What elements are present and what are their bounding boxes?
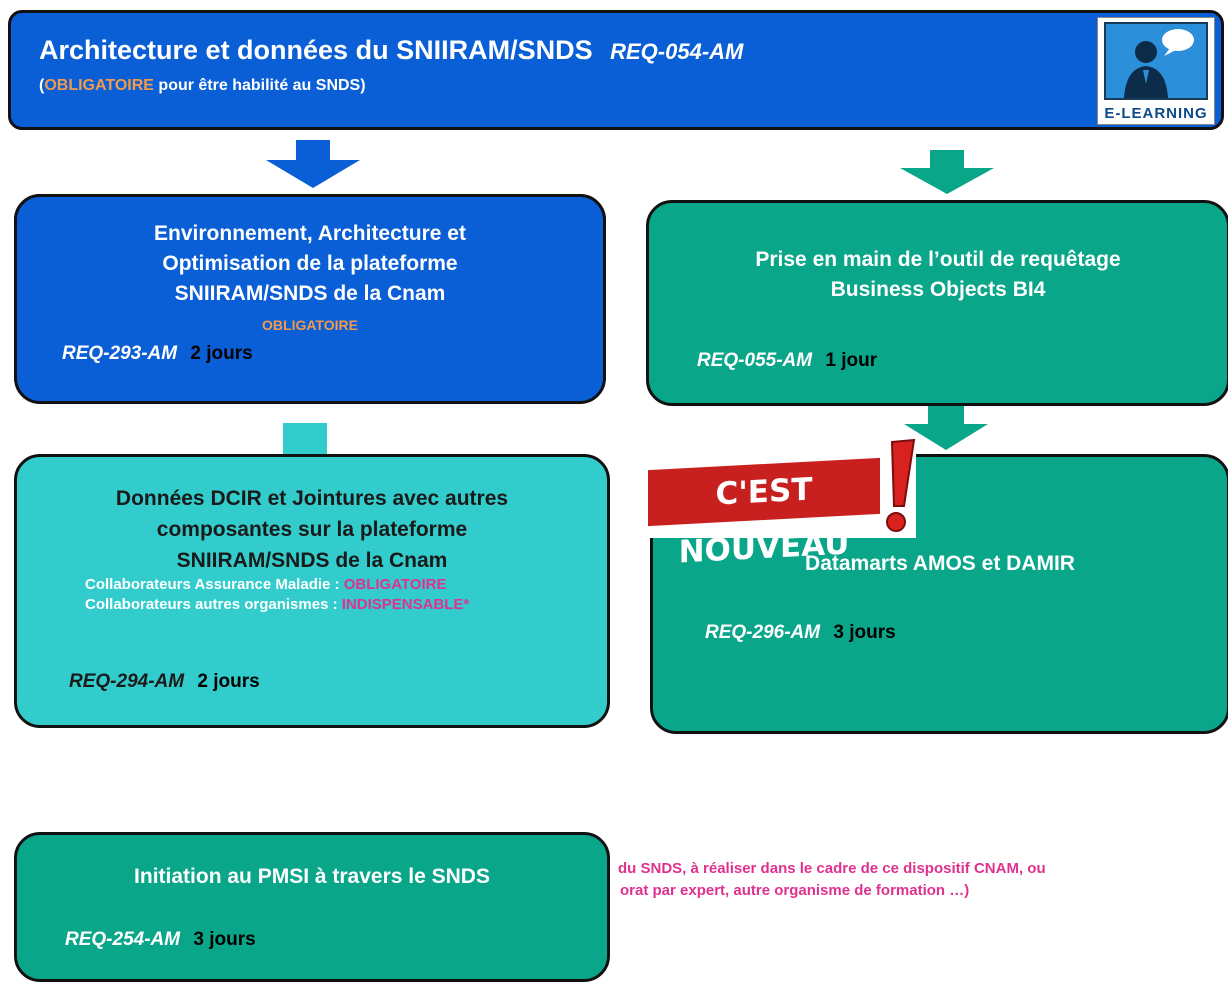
env-mandatory: OBLIGATOIRE [262,317,358,333]
header-title-row: Architecture et données du SNIIRAM/SNDS … [39,35,743,66]
footnote-line1: du SNDS, à réaliser dans le cadre de ce … [618,860,1046,877]
pmsi-days: 3 jours [193,929,256,950]
dcir-code: REQ-294-AM [69,671,185,692]
dcir-days: 2 jours [197,671,260,692]
header-title: Architecture et données du SNIIRAM/SNDS [39,35,593,65]
footnote: du SNDS, à réaliser dans le cadre de ce … [618,858,1046,902]
bo-code-row: REQ-055-AM 1 jour [697,350,877,372]
arrow-down-teal [283,423,327,457]
exclamation-icon [886,438,916,532]
datamarts-code-row: REQ-296-AM 3 jours [705,622,896,644]
dcir-code-row: REQ-294-AM 2 jours [69,671,260,693]
course-box-bo: Prise en main de l’outil de requêtage Bu… [646,200,1228,406]
elearning-screen-icon [1104,22,1208,100]
elearning-badge: E-LEARNING [1097,17,1215,125]
bo-days: 1 jour [825,350,878,371]
datamarts-code: REQ-296-AM [705,622,821,643]
new-badge: C'EST NOUVEAU [642,436,916,570]
env-days: 2 jours [190,343,253,364]
dcir-collab-other: Collaborateurs autres organismes : INDIS… [85,596,470,613]
elearning-label: E-LEARNING [1104,105,1208,122]
env-title: Environnement, Architecture et Optimisat… [154,222,466,305]
header-code: REQ-054-AM [610,39,744,64]
header-subtitle: (OBLIGATOIRE pour être habilité au SNDS) [39,77,366,94]
bo-title: Prise en main de l’outil de requêtage Bu… [755,248,1121,301]
bo-code: REQ-055-AM [697,350,813,371]
env-code-row: REQ-293-AM 2 jours [62,343,253,365]
dcir-collab: Collaborateurs Assurance Maladie : OBLIG… [85,575,469,615]
arrow-down-blue [266,140,360,188]
arrow-down-green [900,150,994,194]
course-box-pmsi: Initiation au PMSI à travers le SNDS REQ… [14,832,610,982]
env-code: REQ-293-AM [62,343,178,364]
dcir-collab-am: Collaborateurs Assurance Maladie : OBLIG… [85,576,447,593]
dcir-title: Données DCIR et Jointures avec autres co… [115,487,509,572]
datamarts-days: 3 jours [833,622,896,643]
pmsi-code: REQ-254-AM [65,929,181,950]
header-mandatory: OBLIGATOIRE [44,77,154,94]
person-speech-icon [1124,29,1194,98]
pmsi-code-row: REQ-254-AM 3 jours [65,929,256,951]
arrow-down-green-2 [904,406,988,450]
header-banner: Architecture et données du SNIIRAM/SNDS … [8,10,1224,130]
new-badge-label: C'EST NOUVEAU [648,457,880,570]
datamarts-title: Datamarts AMOS et DAMIR [805,552,1075,575]
pmsi-title: Initiation au PMSI à travers le SNDS [134,865,490,888]
course-box-env-body: Environnement, Architecture et Optimisat… [14,194,606,404]
footnote-line2: orat par expert, autre organisme de form… [620,882,970,899]
course-box-dcir: Données DCIR et Jointures avec autres co… [14,454,610,728]
